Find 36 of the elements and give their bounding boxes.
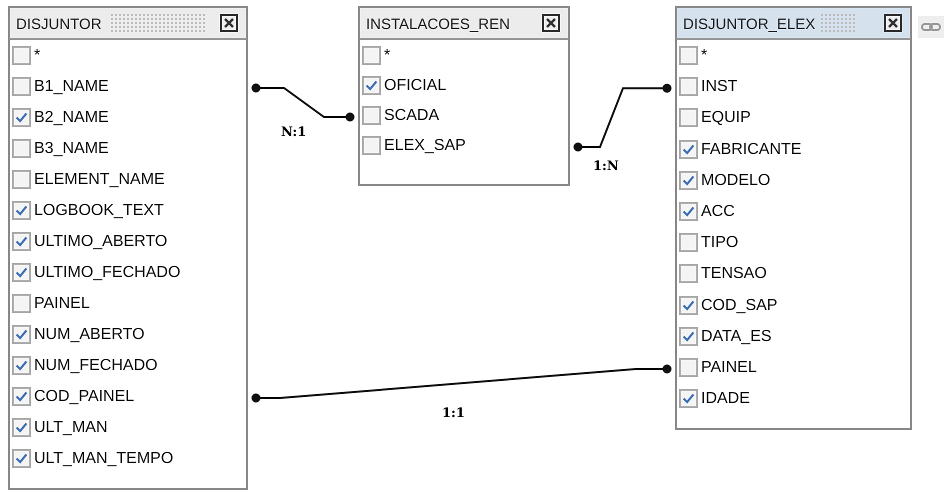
field-name: IDADE	[701, 390, 750, 408]
field-name: PAINEL	[34, 295, 90, 313]
table-title: INSTALACOES_REN	[366, 16, 510, 33]
field-name: TENSAO	[701, 265, 767, 284]
field-name: PAINEL	[701, 359, 757, 377]
field-name: B2_NAME	[34, 109, 109, 127]
field-name: COD_PAINEL	[34, 388, 134, 406]
field-name: ULT_MAN_TEMPO	[34, 450, 174, 468]
field-name: INST	[701, 78, 738, 96]
field-name: COD_SAP	[701, 296, 778, 315]
field-name: *	[34, 47, 40, 65]
relationship-line	[252, 364, 672, 402]
relationship-line	[574, 84, 672, 152]
field-name: NUM_ABERTO	[34, 326, 145, 344]
field-name: TIPO	[701, 234, 738, 252]
field-name: DATA_ES	[701, 328, 772, 346]
field-name: MODELO	[701, 172, 770, 190]
field-name: ELEX_SAP	[384, 137, 466, 155]
field-name: ELEMENT_NAME	[34, 171, 165, 189]
field-name: *	[701, 47, 708, 65]
field-name: ULTIMO_ABERTO	[34, 233, 168, 251]
table-title: DISJUNTOR_ELEX	[683, 16, 816, 33]
relationship-line	[252, 84, 354, 122]
field-name: B3_NAME	[34, 140, 109, 158]
table-title: DISJUNTOR	[16, 16, 102, 33]
field-name: OFICIAL	[384, 77, 446, 95]
field-name: NUM_FECHADO	[34, 357, 158, 375]
field-name: ULTIMO_FECHADO	[34, 264, 180, 282]
field-name: B1_NAME	[34, 78, 109, 96]
field-name: EQUIP	[701, 109, 751, 128]
field-name: *	[384, 47, 390, 65]
field-name: FABRICANTE	[701, 140, 802, 159]
field-name: ULT_MAN	[34, 419, 108, 437]
field-name: LOGBOOK_TEXT	[34, 202, 164, 220]
field-name: SCADA	[384, 107, 440, 125]
field-name: ACC	[701, 203, 735, 221]
